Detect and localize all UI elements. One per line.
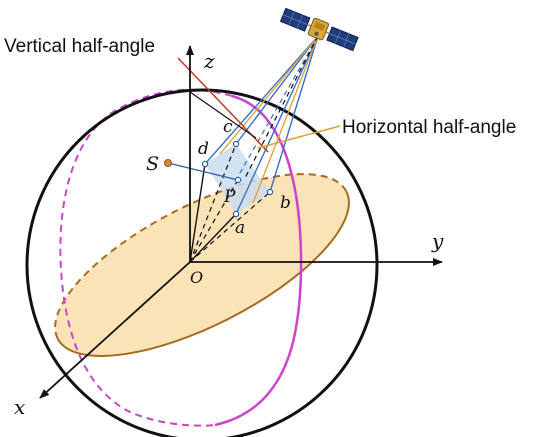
satellite-icon [279, 7, 359, 52]
point-a-label: a [235, 218, 245, 238]
point-c-marker [232, 140, 240, 148]
y-axis-label: y [431, 229, 444, 253]
origin-label: O [190, 268, 203, 287]
ray-mid-orange-1 [219, 35, 319, 155]
ray-to-a [235, 35, 319, 215]
point-s-label: S [146, 153, 159, 175]
point-b-marker [266, 188, 274, 196]
horizontal-half-angle-leader [257, 125, 341, 149]
point-p-marker [234, 176, 242, 184]
meridian-back-edge [59, 88, 233, 427]
s-to-p-line [167, 162, 239, 181]
vertical-half-angle-leader-2 [189, 91, 257, 139]
x-axis-label: x [14, 395, 25, 419]
point-a-marker [232, 210, 240, 218]
point-p-label: P [223, 187, 236, 207]
point-d-marker [201, 160, 209, 168]
equatorial-plane [54, 173, 350, 357]
ray-to-b [269, 35, 319, 193]
point-d-label: d [198, 139, 209, 159]
vertical-half-angle-label: Vertical half-angle [4, 36, 155, 57]
sphere-outline [25, 88, 379, 437]
origin-to-c-dashed [189, 143, 237, 263]
beam-rays [204, 35, 319, 215]
ray-center-dashed-1 [235, 35, 319, 181]
origin-to-d [189, 163, 206, 263]
vertical-half-angle-leader [177, 57, 269, 153]
equatorial-plane-back-edge [54, 173, 348, 339]
point-c-label: c [223, 117, 233, 137]
ray-to-d [204, 35, 319, 165]
ray-to-c [235, 35, 319, 145]
point-s-marker [164, 159, 172, 167]
origin-rays [189, 143, 271, 263]
axes [39, 45, 443, 399]
point-b-label: b [280, 193, 291, 213]
ray-mid-orange-2 [252, 35, 319, 204]
x-axis [39, 261, 191, 399]
z-axis-label: z [203, 49, 215, 73]
origin-to-p-dashed [189, 179, 239, 263]
origin-to-a [189, 213, 237, 263]
equatorial-plane-fill [55, 174, 349, 356]
horizontal-half-angle-label: Horizontal half-angle [342, 117, 516, 138]
